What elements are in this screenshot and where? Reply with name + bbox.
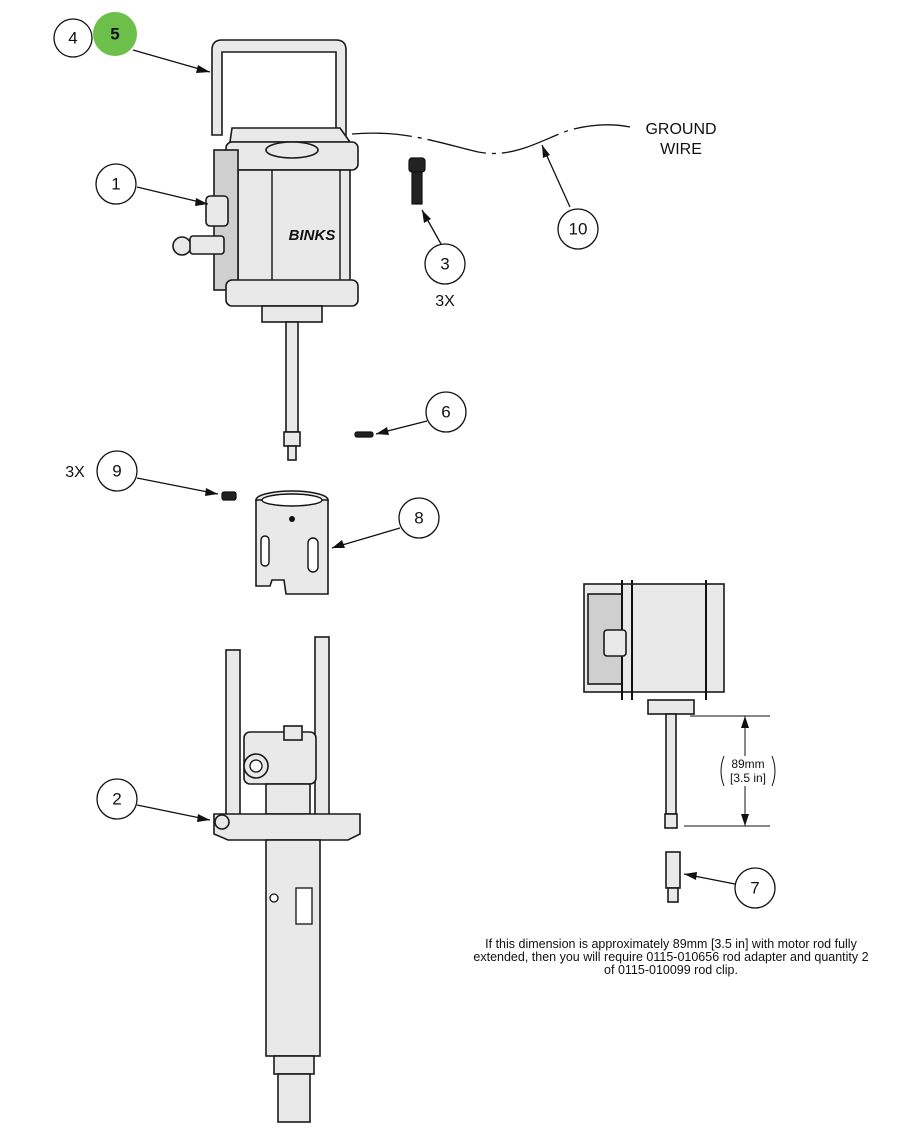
dimension-in-label: [3.5 in] <box>730 771 766 785</box>
dimension-89mm: 89mm [3.5 in] <box>684 715 776 827</box>
coupling-sleeve-part <box>255 490 329 595</box>
rod-adapter-note: If this dimension is approximately 89mm … <box>473 937 869 977</box>
detail-gland <box>647 699 695 715</box>
balloon-4: 4 <box>53 18 93 58</box>
balloon-9-label: 9 <box>112 462 121 481</box>
motor-rod-end <box>283 431 301 447</box>
balloon-10: 10 <box>557 208 599 250</box>
balloon-3-label: 3 <box>440 255 449 274</box>
balloon-1-label: 1 <box>111 175 120 194</box>
dimension-mm-label: 89mm <box>731 757 764 771</box>
motor-rod-tip <box>287 445 297 461</box>
detail-view-motor <box>583 580 725 829</box>
pull-valve <box>189 235 225 255</box>
rod-adapter-part <box>665 851 681 903</box>
outlet-port <box>283 725 303 741</box>
air-motor-assembly: BINKS <box>172 39 359 461</box>
detail-rod-end <box>664 813 678 829</box>
balloon-5: 5 <box>93 12 137 56</box>
ground-wire-label-line2: WIRE <box>660 141 702 158</box>
balloon-8: 8 <box>398 497 440 539</box>
balloon-1: 1 <box>95 163 137 205</box>
balloon-6: 6 <box>425 391 467 433</box>
balloon-7: 7 <box>734 867 776 909</box>
balloon-6-label: 6 <box>441 403 450 422</box>
motor-rod <box>285 321 299 433</box>
balloon-2-label: 2 <box>112 790 121 809</box>
qty-3x-screw-label: 3X <box>435 293 455 310</box>
set-screw-part <box>221 491 237 501</box>
qty-3x-setscrew-label: 3X <box>65 464 85 481</box>
tie-rod-right <box>314 636 330 823</box>
balloon-2: 2 <box>96 778 138 820</box>
handle-bail <box>211 39 347 136</box>
balloon-8-label: 8 <box>414 509 423 528</box>
tie-rod-left <box>225 649 241 823</box>
balloon-5-label: 5 <box>110 25 119 44</box>
foot-valve <box>277 1073 311 1123</box>
packing-nut <box>265 783 311 815</box>
rod-clip-part <box>354 431 374 438</box>
ground-wire <box>351 124 631 155</box>
ground-wire-label-line1: GROUND <box>645 121 716 138</box>
motor-top-valve <box>265 141 319 159</box>
balloon-10-label: 10 <box>569 220 588 239</box>
balloon-7-label: 7 <box>750 879 759 898</box>
pump-cylinder <box>265 839 321 1057</box>
balloon-9: 9 <box>96 450 138 492</box>
balloon-4-label: 4 <box>68 29 77 48</box>
lower-pump-assembly <box>213 636 361 1123</box>
detail-rod <box>665 713 677 815</box>
leader-lines <box>132 49 736 885</box>
motor-top-cap <box>229 127 352 143</box>
pull-ring <box>172 236 192 256</box>
pump-mounting-plate <box>213 813 361 841</box>
cap-screw-part <box>408 157 426 205</box>
pump-foot-nut <box>273 1055 315 1075</box>
motor-cylinder <box>237 169 351 283</box>
motor-bottom-flange <box>225 279 359 307</box>
balloon-3: 3 <box>424 243 466 285</box>
binks-logo-text: BINKS <box>289 227 336 244</box>
air-fitting <box>205 195 229 227</box>
motor-rod-gland <box>261 305 323 323</box>
